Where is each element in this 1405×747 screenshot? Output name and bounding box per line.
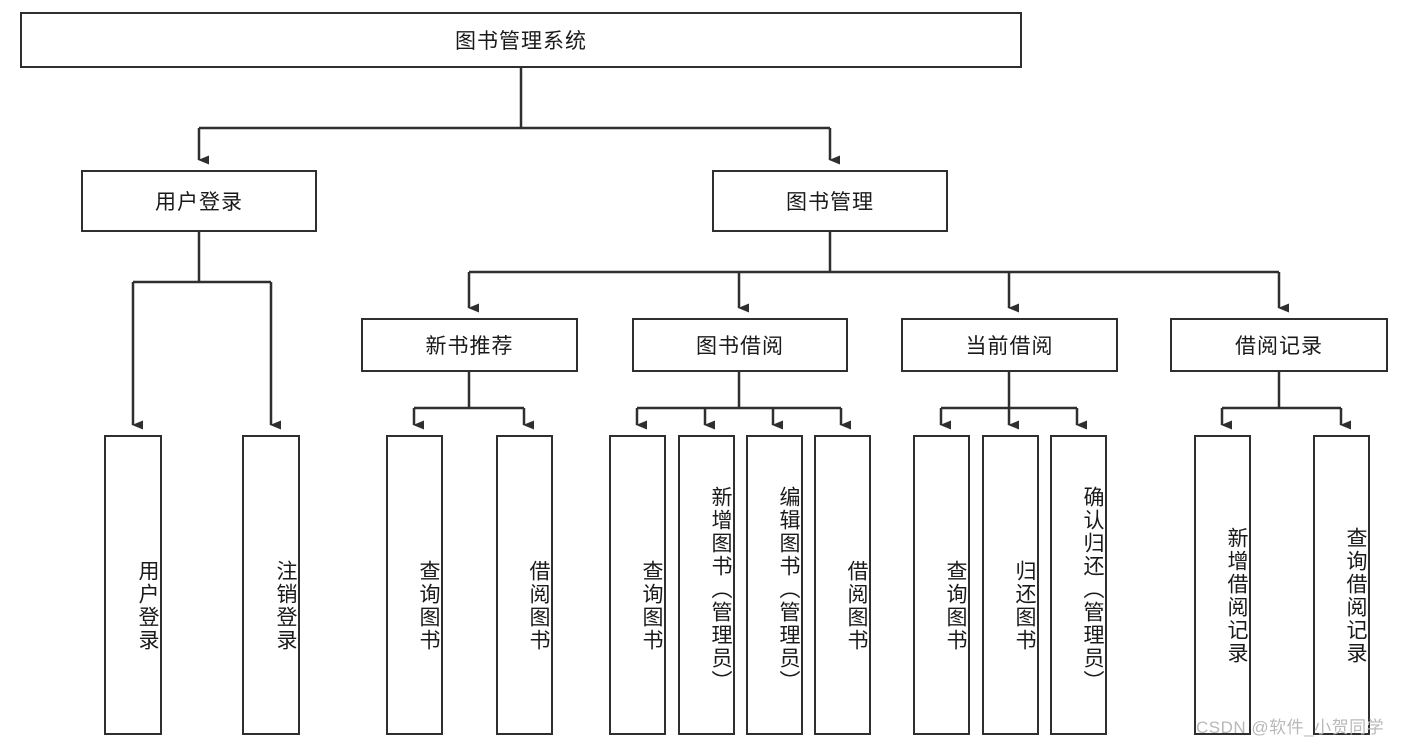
node-new-book-recommendation[interactable]: 新书推荐 bbox=[361, 318, 578, 372]
node-label: 查询图书 bbox=[640, 560, 663, 652]
node-label: 确认归还（管理员） bbox=[1081, 485, 1104, 693]
node-label: 图书管理系统 bbox=[455, 30, 587, 53]
node-leaf-query-book-borrow[interactable]: 查询图书 bbox=[609, 435, 666, 735]
node-label: 图书借阅 bbox=[696, 335, 784, 358]
node-leaf-user-login[interactable]: 用户登录 bbox=[104, 435, 162, 735]
node-leaf-logout[interactable]: 注销登录 bbox=[242, 435, 300, 735]
node-label: 新书推荐 bbox=[425, 335, 514, 358]
node-label: 图书管理 bbox=[786, 191, 874, 214]
node-label: 用户登录 bbox=[155, 191, 243, 214]
node-label: 借阅记录 bbox=[1235, 335, 1323, 358]
node-label: 查询图书 bbox=[417, 560, 440, 652]
node-label: 归还图书 bbox=[1013, 560, 1036, 652]
node-leaf-query-book-rec[interactable]: 查询图书 bbox=[386, 435, 443, 735]
node-current-borrow[interactable]: 当前借阅 bbox=[901, 318, 1118, 372]
node-leaf-return-book[interactable]: 归还图书 bbox=[982, 435, 1039, 735]
node-book-management[interactable]: 图书管理 bbox=[712, 170, 948, 232]
node-leaf-borrow-book[interactable]: 借阅图书 bbox=[814, 435, 871, 735]
node-label: 新增图书（管理员） bbox=[709, 485, 732, 693]
node-leaf-query-borrow-record[interactable]: 查询借阅记录 bbox=[1313, 435, 1370, 735]
node-label: 当前借阅 bbox=[965, 335, 1054, 358]
node-label: 注销登录 bbox=[274, 560, 297, 652]
node-leaf-add-book-admin[interactable]: 新增图书（管理员） bbox=[678, 435, 735, 735]
node-borrow-record[interactable]: 借阅记录 bbox=[1170, 318, 1388, 372]
node-label: 查询借阅记录 bbox=[1344, 527, 1367, 665]
node-leaf-add-borrow-record[interactable]: 新增借阅记录 bbox=[1194, 435, 1251, 735]
node-label: 用户登录 bbox=[136, 560, 159, 652]
node-book-borrow[interactable]: 图书借阅 bbox=[632, 318, 848, 372]
node-user-login[interactable]: 用户登录 bbox=[81, 170, 317, 232]
node-root-book-management-system[interactable]: 图书管理系统 bbox=[20, 12, 1022, 68]
node-label: 新增借阅记录 bbox=[1225, 527, 1248, 665]
node-label: 借阅图书 bbox=[527, 560, 550, 652]
node-label: 编辑图书（管理员） bbox=[777, 485, 800, 693]
node-leaf-edit-book-admin[interactable]: 编辑图书（管理员） bbox=[746, 435, 803, 735]
node-leaf-confirm-return-admin[interactable]: 确认归还（管理员） bbox=[1050, 435, 1107, 735]
node-label: 查询图书 bbox=[944, 560, 967, 652]
node-leaf-query-book-current[interactable]: 查询图书 bbox=[913, 435, 970, 735]
node-leaf-borrow-book-rec[interactable]: 借阅图书 bbox=[496, 435, 553, 735]
node-label: 借阅图书 bbox=[845, 560, 868, 652]
csdn-watermark: CSDN @软件_小贺同学 bbox=[1196, 718, 1385, 737]
